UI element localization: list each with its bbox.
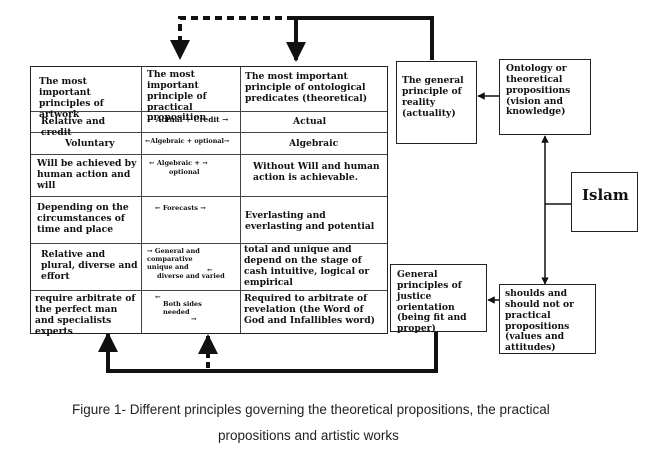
row5-practical-b: diverse and varied [157, 272, 225, 280]
table-row-divider [31, 111, 387, 112]
row3-artwork: Will be achieved by human action and wil… [37, 158, 137, 191]
row5-theoretical: total and unique and depend on the stage… [244, 245, 370, 288]
row4-practical: ← Forecasts → [155, 204, 206, 212]
row1-theoretical: Actual [293, 116, 327, 127]
table-row-divider [31, 132, 387, 133]
table-row-divider [31, 196, 387, 197]
header-artwork: The most important principles of artwork [39, 76, 104, 120]
table-row-divider [31, 290, 387, 291]
row3-practical-a: ← Algebraic + → [149, 159, 208, 167]
row6-practical-a: ← [155, 293, 161, 301]
ontology-box: Ontology or theoretical propositions (vi… [499, 59, 591, 135]
islam-label: Islam [582, 186, 629, 204]
row6-artwork: require arbitrate of the perfect man and… [35, 293, 136, 337]
principles-table: The most important principles of artwork… [30, 66, 388, 337]
dashed-arrow-top [170, 16, 434, 60]
row6-practical-b: Both sides needed [163, 300, 202, 317]
row4-artwork: Depending on the circumstances of time a… [37, 202, 129, 235]
header-theoretical: The most important principle of ontologi… [245, 71, 368, 104]
table-col-divider [240, 67, 241, 333]
row3-practical-b: optional [169, 168, 200, 176]
table-row-divider [31, 243, 387, 244]
row6-practical-c: → [191, 315, 197, 323]
general-reality-label: The general principle of reality (actual… [402, 75, 464, 119]
row4-theoretical: Everlasting and everlasting and potentia… [245, 210, 375, 232]
table-col-divider [141, 67, 142, 333]
row5-practical-c: ← [207, 266, 213, 274]
row5-practical-a: → General and comparative unique and [147, 247, 200, 272]
row1-artwork: Relative and credit [41, 116, 106, 138]
row1-practical: ← Actual + Credit → [147, 115, 229, 124]
general-reality-box: The general principle of reality (actual… [396, 61, 477, 144]
row5-artwork: Relative and plural, diverse and effort [41, 249, 138, 282]
justice-label: General principles of justice orientatio… [397, 269, 467, 335]
row2-artwork: Voluntary [65, 138, 115, 149]
solid-arrow-bottom [98, 332, 438, 373]
header-practical: The most important principle of practica… [147, 69, 207, 124]
row2-theoretical: Algebraic [289, 138, 339, 149]
figure-caption-line2: propositions and artistic works [218, 428, 399, 443]
row3-theoretical: Without Will and human action is achieva… [253, 161, 380, 183]
ontology-label: Ontology or theoretical propositions (vi… [506, 63, 571, 118]
row2-practical: ←Algebraic + optional→ [145, 137, 230, 145]
islam-box: Islam [571, 172, 638, 232]
row6-theoretical: Required to arbitrate of revelation (the… [244, 293, 375, 326]
shoulds-label: shoulds and should not or practical prop… [505, 288, 574, 354]
table-row-divider [31, 154, 387, 155]
solid-arrow-top [286, 16, 434, 62]
justice-box: General principles of justice orientatio… [390, 264, 487, 335]
shoulds-box: shoulds and should not or practical prop… [499, 284, 596, 354]
figure-caption-line1: Figure 1- Different principles governing… [72, 402, 550, 417]
